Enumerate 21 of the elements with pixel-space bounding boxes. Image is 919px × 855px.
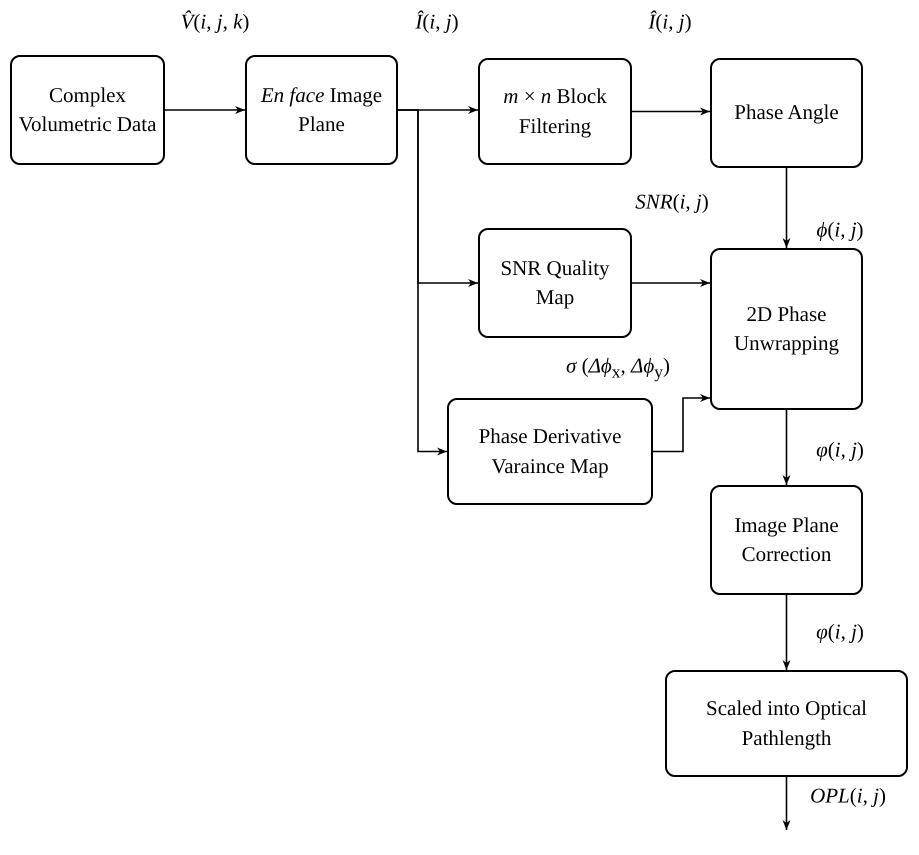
process-box: Complex Volumetric Data bbox=[10, 55, 165, 165]
process-box: Phase Angle bbox=[710, 58, 863, 168]
edge-label: V̂(i, j, k) bbox=[178, 9, 252, 35]
process-box: m × n Block Filtering bbox=[478, 58, 632, 165]
process-box: SNR Quality Map bbox=[478, 228, 632, 338]
arrow bbox=[632, 108, 710, 116]
arrow bbox=[632, 279, 710, 287]
arrow bbox=[782, 410, 790, 485]
process-box: Scaled into Optical Pathlength bbox=[665, 670, 908, 777]
process-box: Image Plane Correction bbox=[710, 485, 863, 595]
arrow bbox=[782, 595, 790, 670]
arrow bbox=[653, 394, 710, 452]
arrow bbox=[782, 168, 790, 248]
edge-label: Î(i, j) bbox=[646, 9, 694, 35]
process-box: En face Image Plane bbox=[245, 55, 398, 165]
edge-label: Î(i, j) bbox=[413, 9, 461, 35]
process-box: Phase Derivative Varaince Map bbox=[447, 398, 653, 505]
arrow bbox=[398, 109, 447, 456]
arrow bbox=[782, 777, 790, 830]
arrow bbox=[165, 106, 245, 114]
process-box: 2D Phase Unwrapping bbox=[710, 248, 863, 410]
